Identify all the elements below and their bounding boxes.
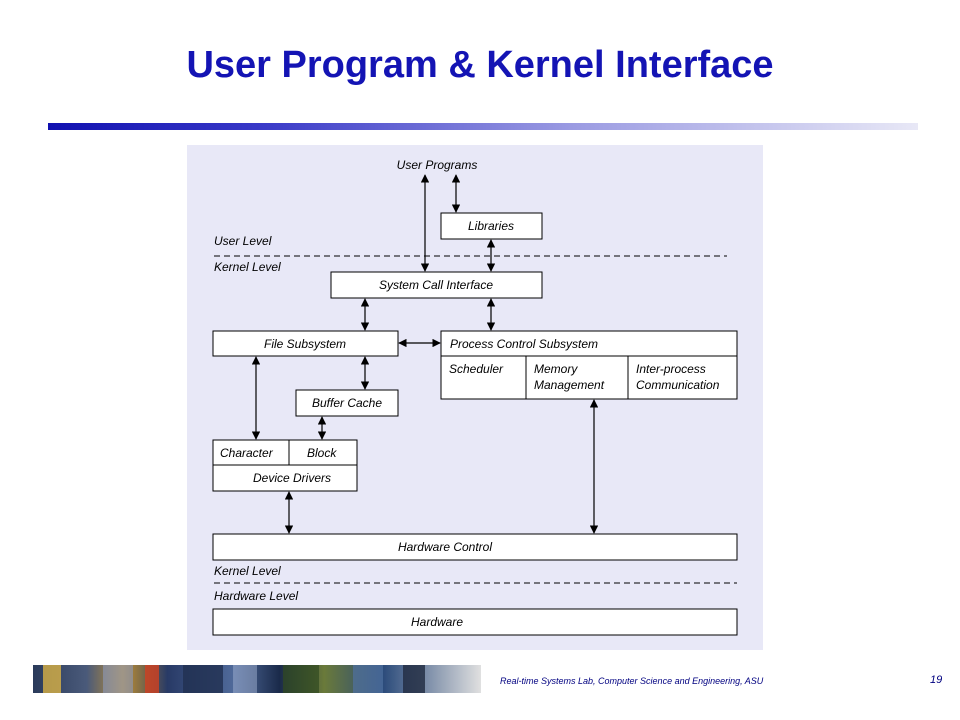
kernel-architecture-diagram: User Programs Libraries User Level Kerne…	[187, 145, 763, 650]
scheduler-label: Scheduler	[449, 362, 504, 376]
system-call-interface-box	[330, 271, 543, 299]
memory-label-line1: Memory	[534, 362, 578, 376]
user-programs-label: User Programs	[397, 158, 478, 172]
hardware-level-label: Hardware Level	[214, 589, 298, 603]
process-control-subsystem-label: Process Control Subsystem	[450, 337, 598, 351]
block-label: Block	[307, 446, 337, 460]
page-number: 19	[930, 674, 943, 686]
system-call-interface-label: System Call Interface	[379, 278, 493, 292]
user-level-label: User Level	[214, 234, 272, 248]
file-subsystem-label: File Subsystem	[264, 337, 346, 351]
device-drivers-label: Device Drivers	[253, 471, 331, 485]
buffer-cache-label: Buffer Cache	[312, 396, 382, 410]
hardware-control-label: Hardware Control	[398, 540, 492, 554]
kernel-level-top-label: Kernel Level	[214, 260, 281, 274]
hardware-label: Hardware	[411, 615, 463, 629]
slide-title: User Program & Kernel Interface	[186, 44, 774, 86]
kernel-level-bottom-label: Kernel Level	[214, 564, 281, 578]
memory-label-line2: Management	[534, 378, 605, 392]
buffer-cache-box	[295, 389, 399, 417]
hardware-control-box	[212, 533, 738, 561]
libraries-box	[440, 212, 543, 240]
ipc-label-line2: Communication	[636, 378, 720, 392]
file-subsystem-box	[212, 330, 399, 357]
ipc-label-line1: Inter-process	[636, 362, 706, 376]
title-underline	[48, 123, 918, 130]
diagram-canvas: User Programs Libraries User Level Kerne…	[212, 158, 738, 636]
hardware-box	[212, 608, 738, 636]
process-control-subsystem-box	[440, 330, 738, 400]
footer-decorative-image	[33, 665, 481, 693]
libraries-label: Libraries	[468, 219, 514, 233]
footer-credit: Real-time Systems Lab, Computer Science …	[500, 676, 764, 686]
character-label: Character	[220, 446, 274, 460]
